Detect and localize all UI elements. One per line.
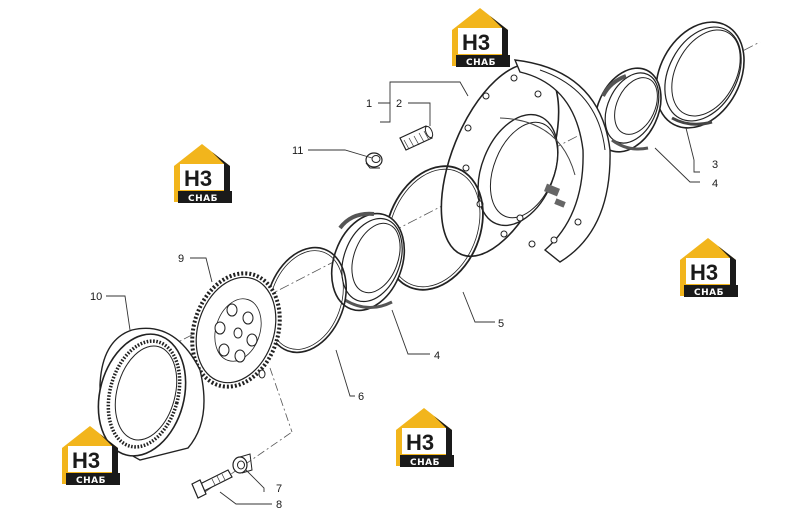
bolt-axis-2 bbox=[269, 367, 293, 433]
watermark-logo-left: Н3 СНАБ bbox=[174, 144, 232, 204]
flange-bolt-holes bbox=[462, 74, 582, 248]
leader-lines bbox=[106, 81, 700, 505]
callout-5: 5 bbox=[498, 318, 504, 330]
carrier-holes bbox=[214, 303, 266, 379]
callout-8: 8 bbox=[276, 499, 282, 511]
callout-7: 7 bbox=[276, 483, 282, 495]
watermark-logo-right: Н3 СНАБ bbox=[680, 238, 738, 298]
part-2-stud bbox=[399, 125, 434, 151]
callout-11: 11 bbox=[292, 145, 303, 157]
part-8-bolt bbox=[191, 469, 233, 499]
logo-letters: Н3 bbox=[184, 166, 212, 191]
part-9-carrier-gear bbox=[190, 271, 282, 389]
callout-9: 9 bbox=[178, 253, 184, 265]
logo-letters: Н3 bbox=[462, 30, 490, 55]
part-1-hub-housing bbox=[440, 59, 611, 263]
watermark-logo-top: Н3 СНАБ bbox=[452, 8, 510, 68]
callout-4-upper: 4 bbox=[712, 178, 718, 190]
logo-text: СНАБ bbox=[410, 458, 440, 468]
logo-text: СНАБ bbox=[76, 476, 106, 486]
watermark-logo-center: Н3 СНАБ bbox=[396, 408, 454, 468]
part-5-o-ring bbox=[384, 165, 484, 291]
callout-2: 2 bbox=[396, 98, 402, 110]
callout-10: 10 bbox=[90, 291, 102, 303]
part-11-nut bbox=[365, 152, 383, 169]
part-10-ring-gear bbox=[97, 327, 205, 461]
part-7-bushing bbox=[232, 453, 253, 474]
callout-6: 6 bbox=[358, 391, 364, 403]
watermark-logo-bottom-left: Н3 СНАБ bbox=[62, 426, 120, 486]
callout-1: 1 bbox=[366, 98, 372, 110]
part-4-bearing-upper bbox=[594, 67, 662, 153]
logo-text: СНАБ bbox=[694, 288, 724, 298]
callout-labels: 1 2 3 4 4 5 6 7 8 9 10 11 bbox=[90, 98, 718, 511]
logo-letters: Н3 bbox=[72, 448, 100, 473]
logo-letters: Н3 bbox=[690, 260, 718, 285]
callout-4-lower: 4 bbox=[434, 350, 440, 362]
callout-3: 3 bbox=[712, 159, 718, 171]
logo-text: СНАБ bbox=[188, 194, 218, 204]
part-4-bearing-lower bbox=[330, 211, 406, 312]
part-3-seal-ring bbox=[655, 21, 745, 129]
logo-text: СНАБ bbox=[466, 58, 496, 68]
logo-letters: Н3 bbox=[406, 430, 434, 455]
